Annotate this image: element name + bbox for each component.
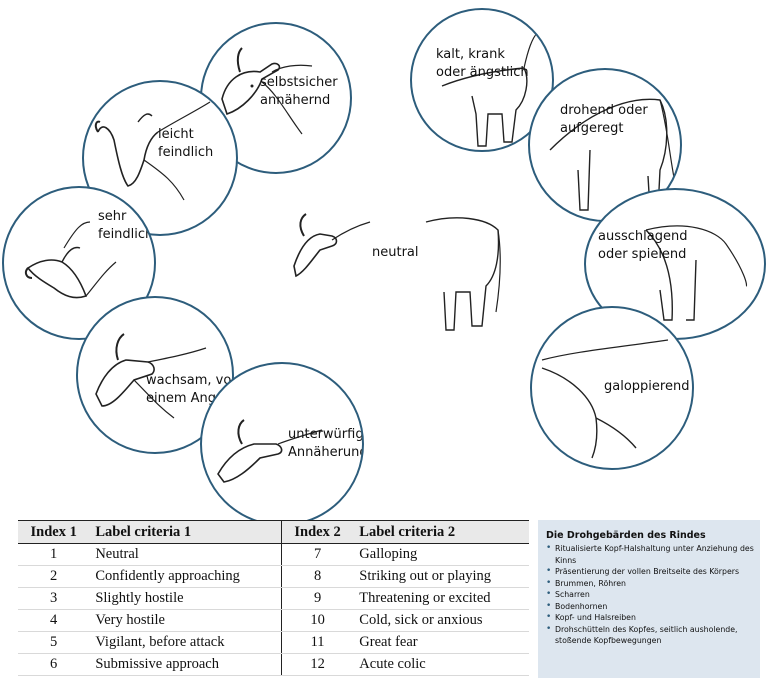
cow-head-sketch [95,333,207,419]
label-confident-line2: annähernd [260,93,331,108]
circle-threatening: drohend oder aufgeregt [528,68,682,222]
list-item: Drohschütteln des Kopfes, seitlich ausho… [546,624,754,647]
cell: Cold, sick or anxious [353,609,529,632]
cell: Neutral [89,543,282,566]
label-very-hostile-line2: feindlich [98,227,154,242]
cell: 3 [18,587,90,610]
infobox-list: Ritualisierte Kopf-Halshaltung unter Anz… [538,543,760,647]
cow-head-sketch [221,47,313,135]
label-submissive-line2: Annäherung [288,445,364,460]
list-item: Ritualisierte Kopf-Halshaltung unter Anz… [546,543,754,566]
cell: 2 [18,565,90,588]
header-index2: Index 2 [280,520,354,544]
circle-vigilant: wachsam, vor einem Angriff [76,296,234,454]
label-neutral: neutral [372,245,419,260]
cell: 7 [280,543,354,566]
list-item: Bodenhornen [546,601,754,613]
header-criteria2: Label criteria 2 [353,520,529,544]
table-row: 6 Submissive approach 12 Acute colic [18,653,529,676]
cell: Striking out or playing [353,565,529,588]
label-striking-line1: ausschlagend [598,229,688,244]
cell: 6 [18,653,90,676]
cell: 4 [18,609,90,632]
list-item: Brummen, Röhren [546,578,754,590]
cow-head-sketch [24,221,117,299]
label-cold-sick-line2: oder ängstlich [436,65,529,80]
table-row: 2 Confidently approaching 8 Striking out… [18,565,529,588]
cell: Great fear [353,631,529,654]
table-header-row: Index 1 Label criteria 1 Index 2 Label c… [18,520,529,544]
label-threatening-line1: drohend oder [560,103,648,118]
label-galloping: galoppierend [604,379,690,394]
cell: Very hostile [89,609,282,632]
circle-submissive: unterwürfige Annäherung [200,362,364,526]
label-slightly-hostile-line2: feindlich [158,145,214,160]
list-item: Kopf- und Halsreiben [546,612,754,624]
cow-rear-sketch [441,31,539,147]
list-item: Scharren [546,589,754,601]
table-row: 3 Slightly hostile 9 Threatening or exci… [18,587,529,610]
cell: Acute colic [353,653,529,676]
cell: 5 [18,631,90,654]
infobox-title: Die Drohgebärden des Rindes [546,530,706,541]
label-very-hostile-line1: sehr [98,209,127,224]
cell: 1 [18,543,90,566]
cell: Confidently approaching [89,565,282,588]
cell: Galloping [353,543,529,566]
circle-galloping: galoppierend [530,306,694,470]
label-confident-line1: selbstsicher [260,75,338,90]
criteria-table: Index 1 Label criteria 1 Index 2 Label c… [18,520,529,676]
label-submissive-line1: unterwürfige [288,427,364,442]
neutral-illustration: neutral [286,196,516,346]
circle-slightly-hostile: leicht feindlich [82,80,238,236]
cell: 10 [280,609,354,632]
cow-rear-sketch [541,339,669,459]
table-row: 5 Vigilant, before attack 11 Great fear [18,631,529,654]
header-criteria1: Label criteria 1 [89,520,282,544]
table-row: 4 Very hostile 10 Cold, sick or anxious [18,609,529,632]
label-striking-line2: oder spielend [598,247,687,262]
cell: 8 [280,565,354,588]
header-index1: Index 1 [18,520,90,544]
label-threatening-line2: aufgeregt [560,121,624,136]
cell: 11 [280,631,354,654]
cow-head-sketch [94,101,211,201]
cell: Slightly hostile [89,587,282,610]
cow-neutral-sketch [293,213,501,331]
cow-head-sketch [217,419,323,483]
cell: Threatening or excited [353,587,529,610]
label-slightly-hostile-line1: leicht [158,127,194,142]
cell: Vigilant, before attack [89,631,282,654]
table-row: 1 Neutral 7 Galloping [18,543,529,566]
cell: Submissive approach [89,653,282,676]
threat-gestures-infobox: Die Drohgebärden des Rindes Ritualisiert… [538,520,760,678]
cow-rear-sketch [549,98,677,211]
cell: 9 [280,587,354,610]
list-item: Präsentierung der vollen Breitseite des … [546,566,754,578]
label-vigilant-line1: wachsam, vor [146,373,234,388]
label-cold-sick-line1: kalt, krank [436,47,505,62]
cell: 12 [280,653,354,676]
cow-rear-sketch [645,225,748,321]
